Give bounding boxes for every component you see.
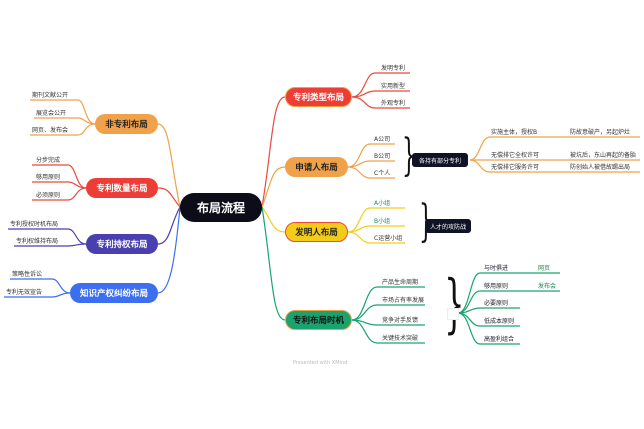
leaf[interactable]: 高盈利组合 — [484, 336, 515, 343]
leaf[interactable]: 低成本原则 — [484, 318, 515, 325]
leaf[interactable]: B小组 — [374, 218, 391, 225]
leaf[interactable]: 与时俱进 — [484, 265, 509, 272]
leaf[interactable]: 防创始人被借故踢出局 — [570, 164, 631, 171]
leaf[interactable]: 竞争对手反馈 — [382, 317, 419, 324]
leaf[interactable]: 无偿排它服务许可 — [491, 164, 540, 171]
leaf[interactable]: 实施主体，授权B — [491, 129, 538, 136]
topic-patent-quantity-layout[interactable]: 专利数量布局 — [86, 178, 158, 198]
summary-box[interactable]: 各持有部分专利 — [412, 153, 468, 167]
topic-inventor-layout[interactable]: 发明人布局 — [285, 222, 348, 242]
leaf[interactable]: 关键技术突破 — [382, 335, 419, 342]
leaf[interactable]: 防故意破产，另起炉灶 — [570, 129, 631, 136]
leaf[interactable]: 发布会 — [538, 283, 557, 290]
leaf[interactable]: 必要原则 — [484, 300, 509, 307]
empty-summary-box[interactable] — [447, 308, 459, 320]
leaf[interactable]: C运营小组 — [374, 235, 403, 242]
leaf[interactable]: 无偿排它全权许可 — [491, 152, 540, 159]
summary-box[interactable]: 人才的攻防战 — [425, 219, 471, 233]
topic-ip-dispute-layout[interactable]: 知识产权纠纷布局 — [70, 283, 158, 303]
leaf[interactable]: 发明专利 — [381, 65, 406, 72]
topic-non-patent-layout[interactable]: 非专利布局 — [95, 114, 158, 134]
leaf[interactable]: 展览会公开 — [36, 110, 67, 117]
leaf[interactable]: A公司 — [374, 136, 391, 143]
leaf[interactable]: 策略性诉讼 — [12, 271, 43, 278]
leaf[interactable]: B公司 — [374, 153, 391, 160]
leaf[interactable]: 产品生命周期 — [382, 279, 419, 286]
topic-patent-holding-layout[interactable]: 专利持权布局 — [86, 234, 158, 254]
leaf[interactable]: 专利无效宣告 — [6, 289, 43, 296]
central-topic[interactable]: 布局流程 — [180, 193, 262, 222]
brace-icon: } — [444, 267, 465, 341]
footer-watermark: Presented with XMind — [293, 360, 348, 366]
leaf[interactable]: A小组 — [374, 200, 391, 207]
leaf[interactable]: 实用新型 — [381, 83, 406, 90]
leaf[interactable]: C个人 — [374, 170, 391, 177]
leaf[interactable]: 分步完成 — [36, 157, 61, 164]
leaf[interactable]: 外观专利 — [381, 100, 406, 107]
leaf[interactable]: 必须原则 — [36, 192, 61, 199]
leaf[interactable]: 够用原则 — [484, 283, 509, 290]
topic-applicant-layout[interactable]: 申请人布局 — [285, 157, 348, 177]
leaf[interactable]: 网页、发布会 — [32, 127, 69, 134]
leaf[interactable]: 期刊文献公开 — [32, 92, 69, 99]
leaf[interactable]: 市场占有率发展 — [382, 297, 425, 304]
leaf[interactable]: 专利授权时机布局 — [10, 221, 59, 228]
topic-patent-type-layout[interactable]: 专利类型布局 — [285, 87, 352, 107]
leaf[interactable]: 够用原则 — [36, 174, 61, 181]
leaf[interactable]: 被坑后，东山再起的备胎 — [570, 152, 637, 159]
leaf[interactable]: 专利权维持布局 — [16, 238, 59, 245]
leaf[interactable]: 网页 — [538, 265, 551, 272]
topic-patent-timing[interactable]: 专利布局时机 — [285, 310, 352, 330]
